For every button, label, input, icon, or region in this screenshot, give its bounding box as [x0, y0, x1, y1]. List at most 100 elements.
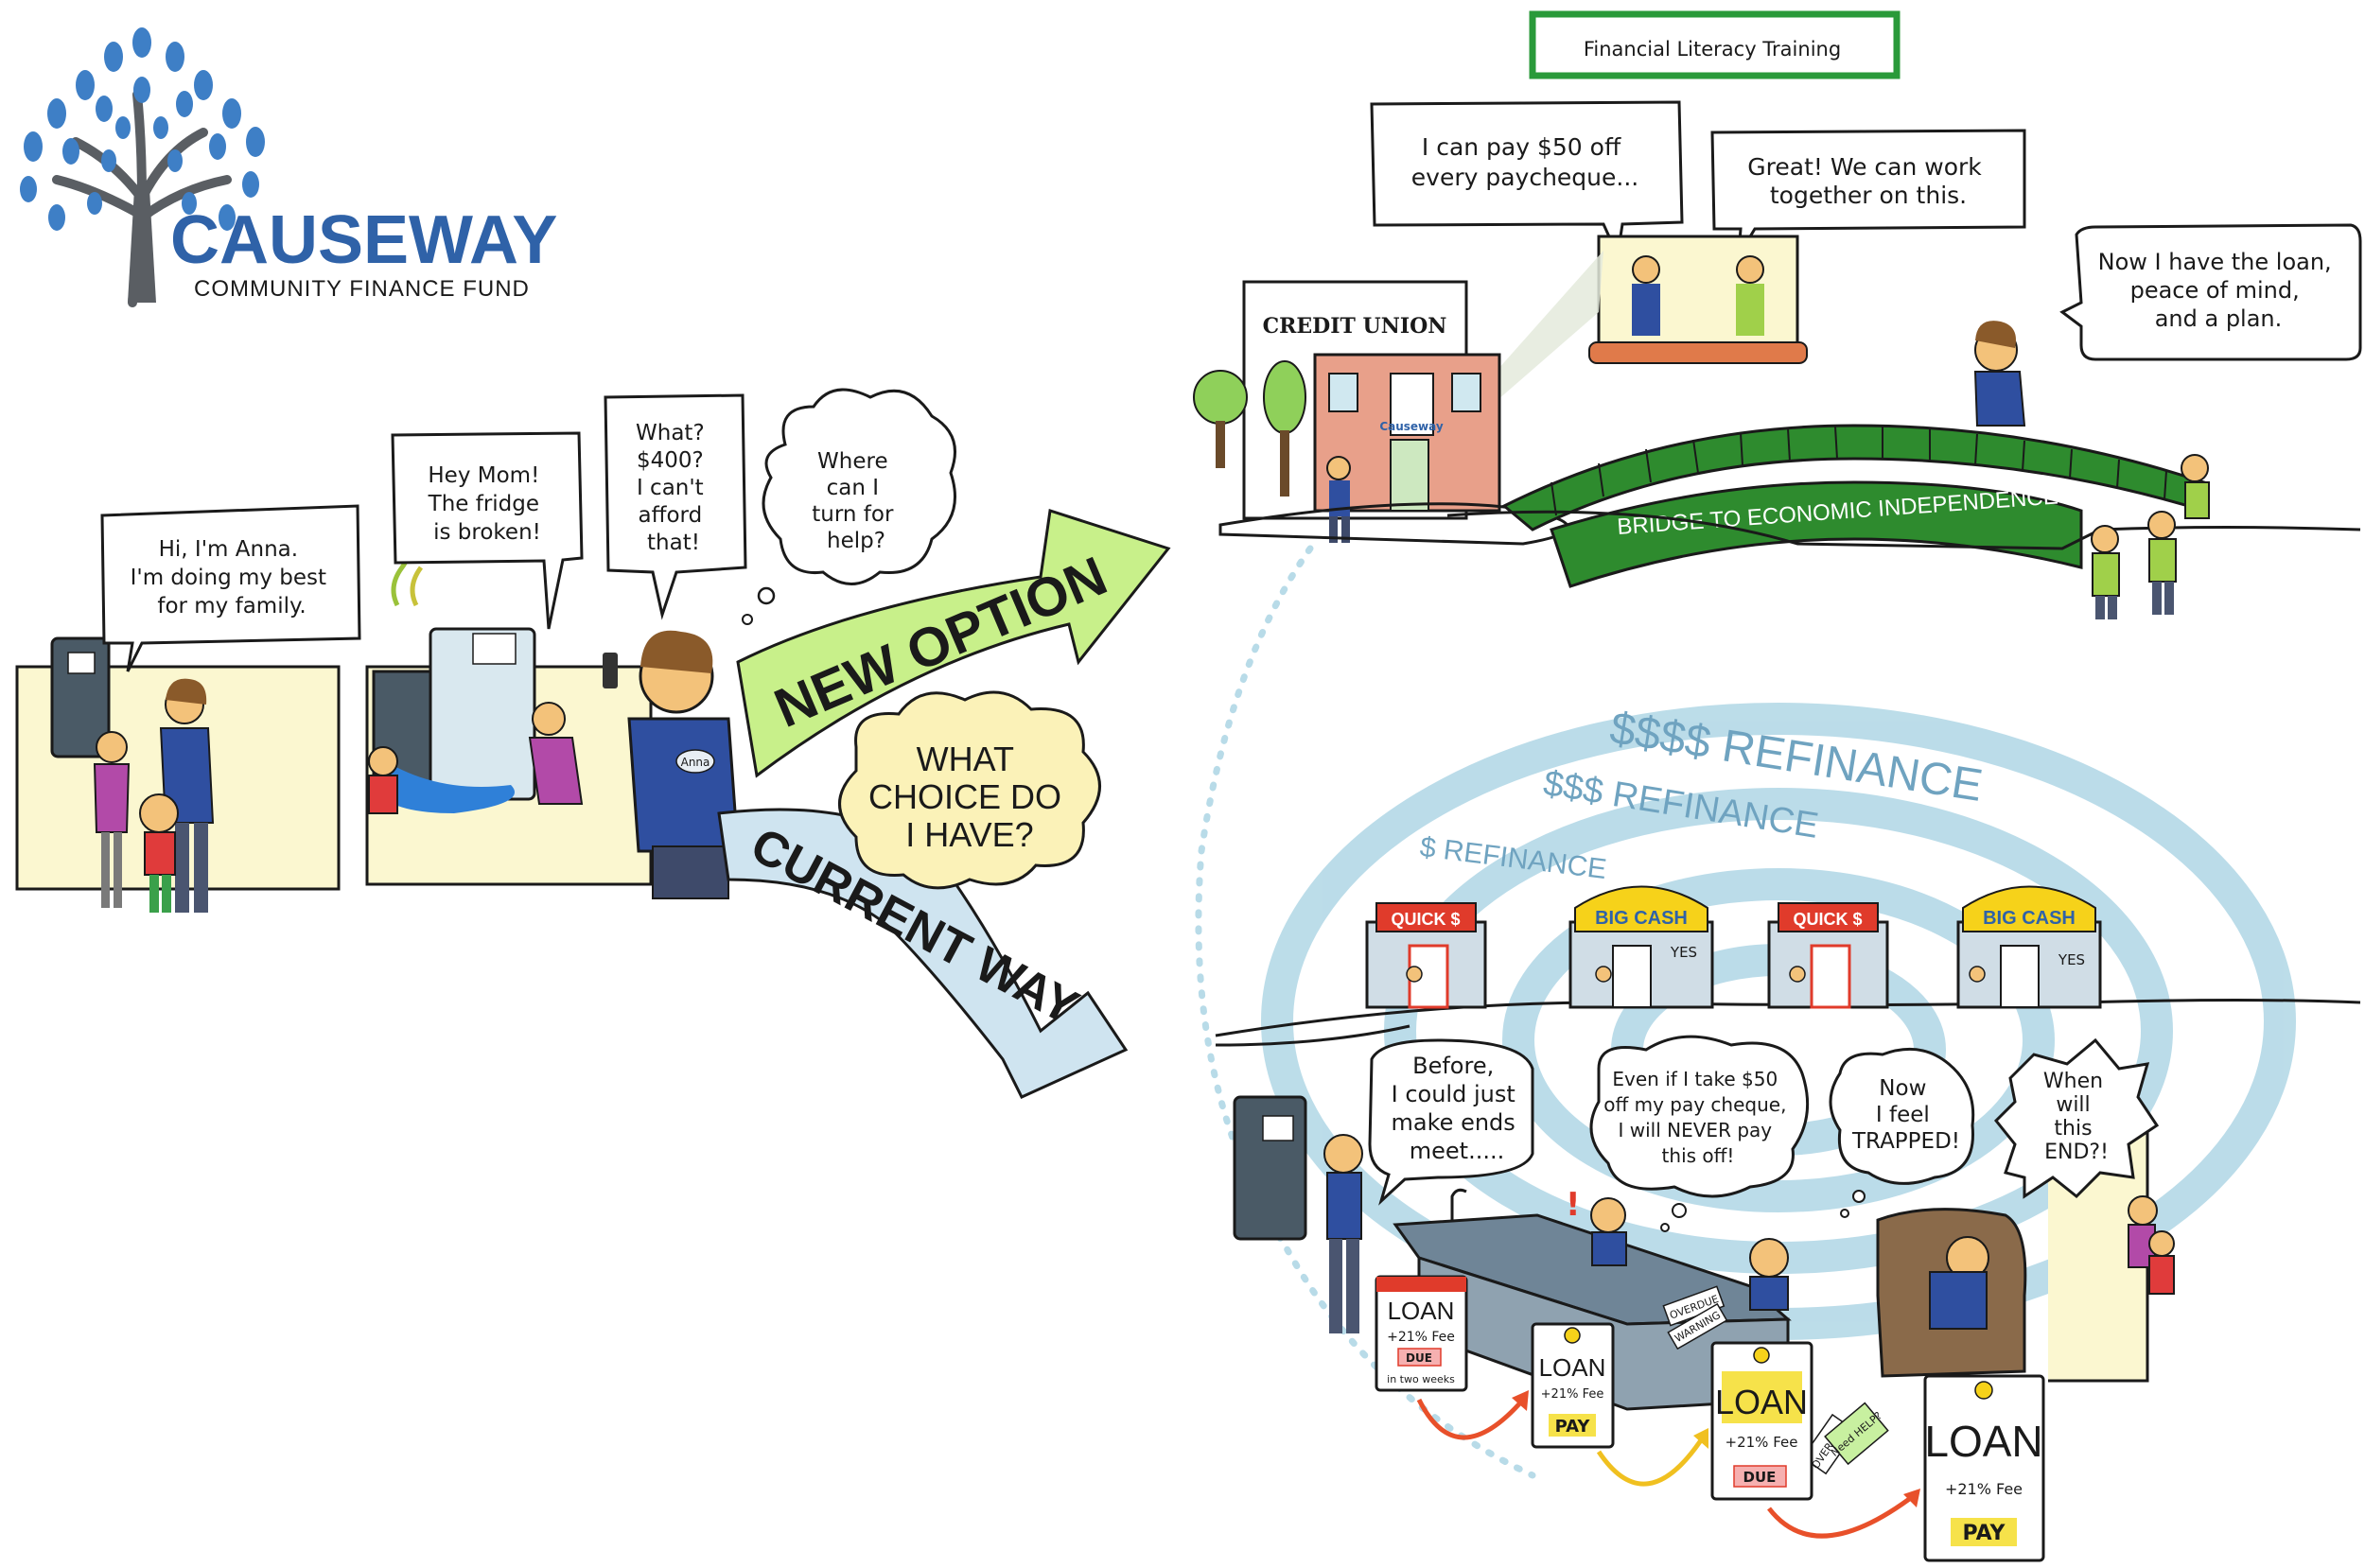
end-line: will: [2056, 1093, 2090, 1117]
walking-figure: [1789, 966, 1806, 983]
worker-figure: [2091, 525, 2120, 619]
store-sign: BIG CASH: [1983, 908, 2076, 929]
before-bubble: [1368, 1038, 1534, 1206]
bridge-line: peace of mind,: [2130, 277, 2300, 304]
never-line: this off!: [1662, 1144, 1735, 1167]
anna-speech-bubble: [604, 393, 747, 620]
svg-text:Now I have the loan, pea: Now I have the loan, peace of mind, and …: [2098, 249, 2339, 332]
worker-figure: [2181, 454, 2210, 519]
debt-spiral-scene: $$$$ REFINANCE $$$ REFINANCE $ REFINANCE…: [1195, 545, 2361, 1562]
trapped-line: TRAPPED!: [1851, 1129, 1960, 1154]
advisor-line: Great! We can work: [1747, 153, 1982, 181]
end-line: this: [2054, 1117, 2092, 1141]
intro-line: Hi, I'm Anna.: [159, 537, 298, 562]
anna-worried: [1323, 1134, 1363, 1333]
payday-store: BIG CASH YES: [1568, 885, 1714, 1009]
svg-text:Even if I take $50 off m: Even if I take $50 off my pay cheque, I …: [1603, 1068, 1793, 1167]
svg-text:When will this: When will this END?!: [2043, 1070, 2110, 1164]
training-sign: [1529, 10, 1901, 79]
anna-line: $400?: [637, 448, 704, 473]
loan-tag: LOAN +21% Fee PAY: [1923, 1374, 2045, 1562]
anna-line: I can't: [637, 476, 704, 500]
loan-stamp: PAY: [1963, 1522, 2006, 1545]
anna-line: What?: [636, 421, 705, 445]
logo-name: CAUSEWAY: [170, 202, 557, 278]
loan-title: LOAN: [1924, 1417, 2042, 1466]
loan-tag: LOAN +21% Fee DUE: [1710, 1341, 1813, 1501]
anna-plan-line: every paycheque...: [1411, 164, 1638, 191]
intro-line: for my family.: [157, 594, 306, 618]
phone-icon: [603, 653, 618, 688]
loan-tag: LOAN +21% Fee DUE in two weeks: [1375, 1275, 1468, 1392]
never-line: off my pay cheque,: [1603, 1093, 1786, 1116]
intro-speech-bubble: [100, 504, 361, 672]
loan-fee: +21% Fee: [1387, 1330, 1455, 1345]
logo-tagline: COMMUNITY FINANCE FUND: [194, 276, 530, 302]
building-logo: Causeway: [1379, 420, 1444, 433]
exclaim-icon: !: [1566, 1186, 1581, 1224]
svg-text:Hi, I'm Anna. I'm doing: Hi, I'm Anna. I'm doing my best for my f…: [131, 537, 334, 618]
loan-stamp: DUE: [1406, 1351, 1432, 1365]
svg-text:Before, I could just: Before, I could just make ends meet.....: [1392, 1053, 1523, 1164]
walking-figure: [1595, 966, 1612, 983]
loan-stamp: DUE: [1743, 1469, 1777, 1486]
trapped-line: Now: [1879, 1076, 1926, 1101]
trapped-line: I feel: [1876, 1103, 1930, 1127]
payday-store: QUICK $: [1365, 902, 1487, 1009]
family-scene: Hi, I'm Anna. I'm doing my best for my f…: [15, 504, 361, 913]
payday-store: QUICK $: [1767, 902, 1889, 1009]
arrow-red: [1416, 1398, 1525, 1440]
kids-speech-bubble: [391, 431, 584, 630]
anna-despair: [1929, 1236, 1989, 1330]
intro-line: I'm doing my best: [131, 566, 326, 590]
name-badge: Anna: [681, 756, 710, 769]
choice-line: CHOICE DO: [868, 777, 1061, 816]
svg-text:Great! We can work toget: Great! We can work together on this.: [1747, 153, 1988, 209]
choice-cloud: WHAT CHOICE DO I HAVE?: [838, 690, 1101, 890]
bridge-line: Now I have the loan,: [2098, 249, 2332, 275]
loan-tag: LOAN +21% Fee PAY: [1531, 1322, 1615, 1449]
before-line: meet.....: [1410, 1138, 1504, 1164]
anna-stressed: Anna What? $400? I can't afford that! Wh…: [603, 388, 956, 899]
walking-figure: [1406, 966, 1423, 983]
kids-peeking: [2128, 1195, 2175, 1295]
worker-figure: [2147, 511, 2177, 615]
arrow-yellow: [1596, 1436, 1706, 1487]
kid-figure: [368, 746, 398, 814]
loan-stamp: PAY: [1555, 1417, 1591, 1437]
svg-text:What? $400? I can': What? $400? I can't afford that!: [636, 421, 711, 555]
loan-title: LOAN: [1539, 1353, 1606, 1382]
walking-figure: [1969, 966, 1986, 983]
store-window-text: YES: [2058, 951, 2085, 968]
training-sign-label: Financial Literacy Training: [1584, 38, 1841, 61]
thought-cloud: [762, 388, 956, 585]
anna-walking: [1326, 456, 1351, 543]
bridge-line: and a plan.: [2155, 305, 2283, 332]
credit-union-scene: Financial Literacy Training I can pay $5…: [1193, 10, 2362, 619]
end-bubble: [1993, 1037, 2160, 1199]
store-sign: QUICK $: [1391, 910, 1460, 929]
loan-note: in two weeks: [1387, 1373, 1455, 1385]
svg-text:Hey Mom! The fridge: Hey Mom! The fridge is broken!: [428, 463, 547, 545]
svg-text:Now I feel TRAPPED: Now I feel TRAPPED!: [1851, 1076, 1960, 1154]
tree-icon: [20, 27, 265, 307]
never-cloud: [1589, 1035, 1810, 1198]
broken-fridge-scene: Hey Mom! The fridge is broken!: [365, 431, 653, 886]
never-line: Even if I take $50: [1612, 1068, 1778, 1090]
end-line: END?!: [2044, 1141, 2109, 1164]
credit-union-sign: CREDIT UNION: [1263, 314, 1447, 339]
kid-figure: [528, 702, 584, 805]
anna-line: that!: [647, 531, 700, 555]
thought-line: can I: [827, 476, 879, 500]
anna-at-counter: !: [1566, 1186, 1627, 1266]
kids-line: The fridge: [428, 492, 539, 516]
tree-icon: [1193, 370, 1248, 425]
choice-line: I HAVE?: [905, 815, 1033, 854]
before-line: make ends: [1392, 1109, 1515, 1136]
kids-line: Hey Mom!: [428, 463, 539, 488]
never-line: I will NEVER pay: [1619, 1119, 1773, 1141]
kids-line: is broken!: [433, 520, 541, 545]
anna-plan-line: I can pay $50 off: [1422, 133, 1621, 161]
before-line: Before,: [1412, 1053, 1494, 1079]
